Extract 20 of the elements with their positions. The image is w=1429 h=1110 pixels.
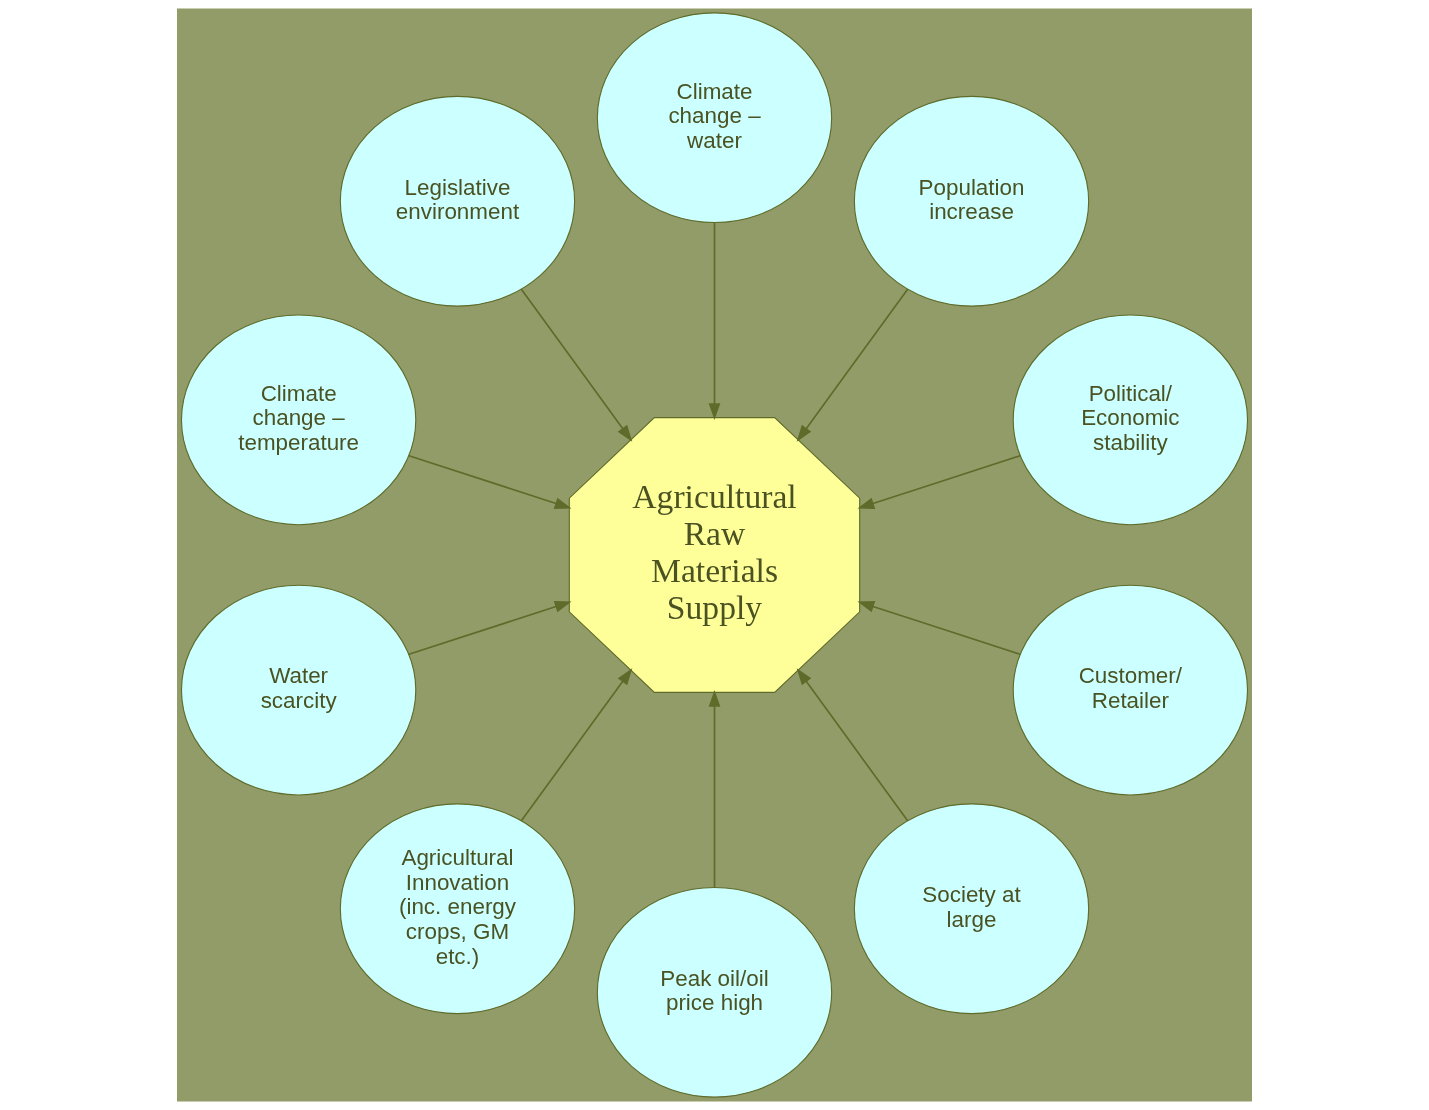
arrow: [520, 288, 633, 442]
arrow: [796, 288, 909, 442]
node-ellipse: Water scarcity: [180, 584, 417, 796]
arrow: [708, 222, 721, 421]
node-ellipse: Population increase: [853, 95, 1090, 307]
node-ellipse: Peak oil/oil price high: [596, 886, 833, 1098]
node-ellipse: Climate change – temperature: [180, 314, 417, 526]
arrow: [408, 454, 572, 509]
arrow: [520, 668, 633, 822]
arrow: [708, 689, 721, 888]
node-ellipse: Agricultural Innovation (inc. energy crops, GM etc.): [339, 803, 576, 1015]
node-ellipse: Customer/ Retailer: [1012, 584, 1249, 796]
arrow: [796, 668, 909, 822]
arrow: [857, 601, 1021, 656]
node-ellipse: Climate change – water: [596, 12, 833, 224]
node-ellipse: Legislative environment: [339, 95, 576, 307]
node-ellipse: Political/ Economic stability: [1012, 314, 1249, 526]
arrow: [408, 601, 572, 656]
node-ellipse: Society at large: [853, 803, 1090, 1015]
arrow: [857, 454, 1021, 509]
